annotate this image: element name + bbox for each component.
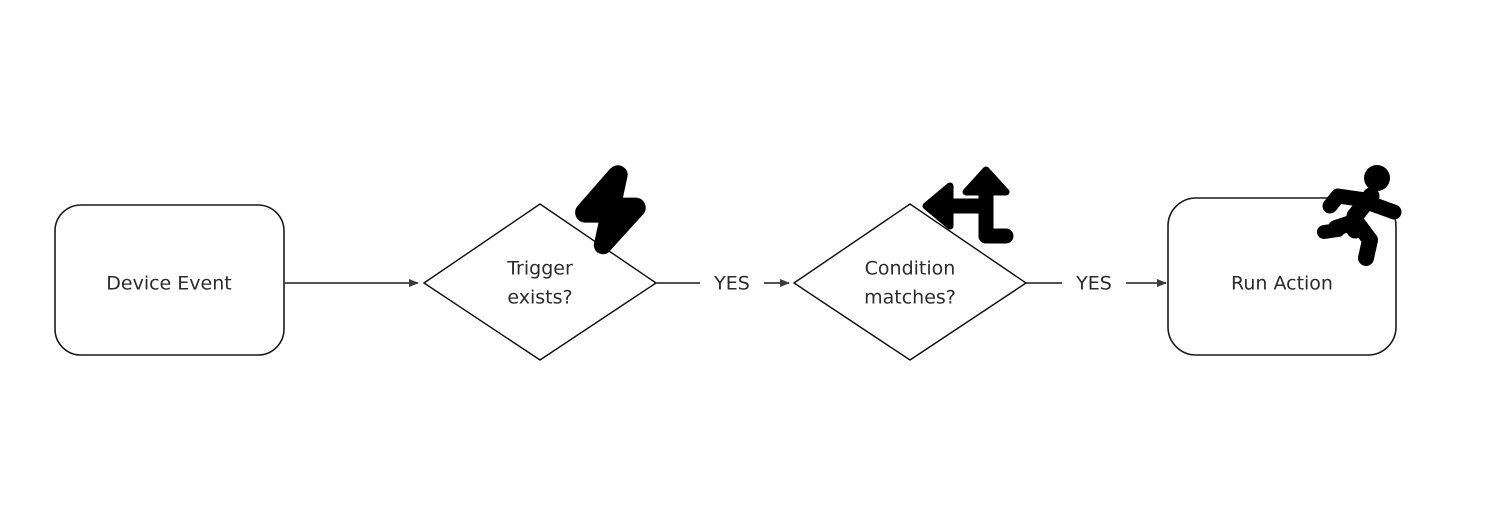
trigger-exists-label-line1: Trigger xyxy=(506,258,573,280)
condition-matches-label-line2: matches? xyxy=(864,287,956,309)
trigger-exists-label-line2: exists? xyxy=(507,287,572,309)
node-condition-matches[interactable]: Condition matches? xyxy=(792,203,1028,361)
edge-condition-to-action: YES xyxy=(1026,273,1167,295)
edge-label-yes-1: YES xyxy=(713,273,750,295)
edge-label-yes-2: YES xyxy=(1075,273,1112,295)
condition-matches-label-line1: Condition xyxy=(865,258,956,280)
device-event-label: Device Event xyxy=(106,273,231,295)
branch-arrow-icon xyxy=(922,166,1014,244)
running-person-icon xyxy=(1317,165,1402,266)
node-run-action[interactable]: Run Action xyxy=(1167,197,1397,356)
run-action-shape[interactable] xyxy=(1167,197,1397,356)
edge-trigger-to-condition: YES xyxy=(656,273,790,295)
run-action-label: Run Action xyxy=(1231,273,1333,295)
lightning-bolt-icon xyxy=(575,165,646,255)
node-device-event[interactable]: Device Event xyxy=(54,204,285,356)
device-event-shape[interactable] xyxy=(54,204,285,356)
